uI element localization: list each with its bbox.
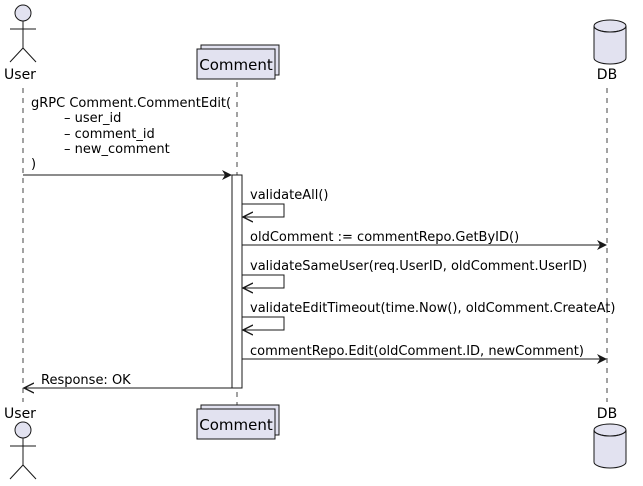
db-label-top: DB: [597, 67, 617, 83]
message-grpc-line-4: – new_comment: [64, 142, 170, 157]
message-grpc-line-1: gRPC Comment.CommentEdit(: [31, 96, 231, 111]
db-database-bottom: [593, 423, 627, 469]
message-validate-edit-timeout-arrow: [242, 316, 285, 330]
message-validate-edit-timeout-label: validateEditTimeout(time.Now(), oldComme…: [250, 301, 615, 316]
message-validate-all-label: validateAll(): [250, 188, 328, 203]
user-actor-bottom: [9, 421, 37, 480]
message-grpc-comment-edit: gRPC Comment.CommentEdit( – user_id – co…: [23, 96, 232, 180]
message-response-ok-label: Response: OK: [41, 373, 131, 388]
message-validate-edit-timeout: validateEditTimeout(time.Now(), oldComme…: [242, 301, 615, 330]
db-label-bottom: DB: [597, 406, 617, 422]
user-actor-head: [14, 4, 32, 22]
message-validate-all: validateAll(): [242, 188, 328, 217]
message-grpc-line-3: – comment_id: [64, 127, 155, 142]
user-actor-top: [9, 4, 37, 63]
message-validate-same-user-arrow: [242, 274, 285, 288]
comment-label-bottom: Comment: [199, 416, 273, 434]
message-grpc-line-5: ): [31, 157, 36, 172]
db-database-top: [593, 19, 627, 65]
message-validate-same-user: validateSameUser(req.UserID, oldComment.…: [242, 259, 587, 288]
message-comment-repo-edit-label: commentRepo.Edit(oldComment.ID, newComme…: [250, 344, 584, 359]
message-get-by-id: oldComment := commentRepo.GetByID(): [242, 230, 607, 250]
user-label-top: User: [4, 67, 36, 83]
comment-participant-bottom: Comment: [196, 404, 280, 440]
message-get-by-id-label: oldComment := commentRepo.GetByID(): [250, 230, 519, 245]
comment-participant-top: Comment: [196, 44, 280, 80]
comment-activation-bar: [231, 174, 243, 389]
message-validate-all-arrow: [242, 203, 285, 217]
message-grpc-line-2: – user_id: [64, 111, 121, 126]
message-response-ok: Response: OK: [24, 373, 232, 388]
user-actor-head-bottom: [14, 421, 32, 439]
message-comment-repo-edit: commentRepo.Edit(oldComment.ID, newComme…: [242, 344, 607, 364]
comment-label-top: Comment: [199, 56, 273, 74]
user-label-bottom: User: [4, 406, 36, 422]
message-validate-same-user-label: validateSameUser(req.UserID, oldComment.…: [250, 259, 587, 274]
